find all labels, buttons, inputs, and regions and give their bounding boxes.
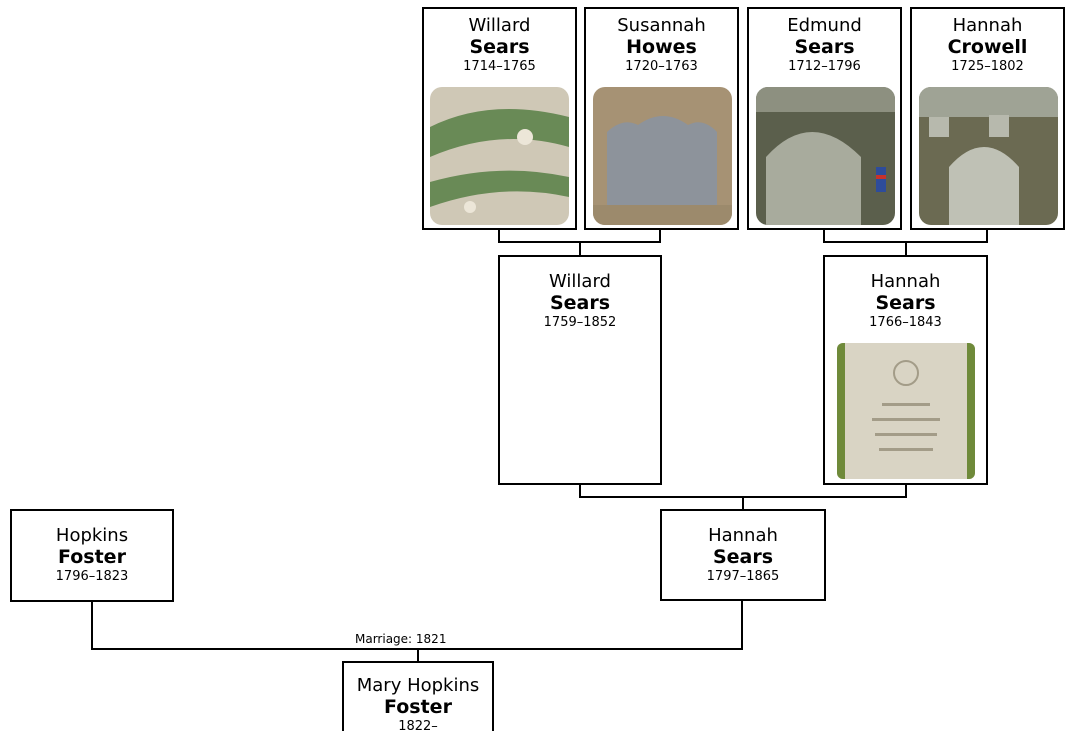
connector-line bbox=[659, 229, 661, 242]
gravestone-photo bbox=[919, 87, 1058, 225]
person-given-name: Mary Hopkins bbox=[356, 675, 480, 696]
person-given-name: Willard bbox=[549, 271, 611, 292]
connector-line bbox=[498, 229, 500, 242]
marriage-label: Marriage: 1821 bbox=[355, 632, 447, 646]
connector-line bbox=[742, 496, 744, 510]
gravestone-photo bbox=[430, 87, 569, 225]
connector-line bbox=[91, 601, 93, 649]
person-surname: Foster bbox=[58, 546, 126, 568]
connector-line bbox=[579, 484, 581, 497]
person-surname: Howes bbox=[626, 36, 697, 58]
connector-line bbox=[417, 648, 419, 662]
person-dates: 1759–1852 bbox=[543, 315, 617, 330]
person-given-name: Hannah bbox=[952, 15, 1023, 36]
gravestone-photo bbox=[756, 87, 895, 225]
person-given-name: Edmund bbox=[787, 15, 862, 36]
person-surname: Crowell bbox=[947, 36, 1028, 58]
person-card-willard-sears-1759[interactable]: Willard Sears 1759–1852 bbox=[498, 255, 662, 485]
person-dates: 1766–1843 bbox=[869, 315, 942, 330]
person-surname: Foster bbox=[384, 696, 452, 718]
person-dates: 1797–1865 bbox=[706, 569, 780, 584]
connector-line bbox=[579, 241, 581, 256]
person-surname: Sears bbox=[712, 546, 774, 568]
person-card-edmund-sears[interactable]: Edmund Sears 1712–1796 bbox=[747, 7, 902, 230]
person-surname: Sears bbox=[794, 36, 855, 58]
person-card-hannah-sears-1766[interactable]: Hannah Sears 1766–1843 bbox=[823, 255, 988, 485]
person-given-name: Willard bbox=[468, 15, 531, 36]
connector-line bbox=[905, 241, 907, 256]
person-surname: Sears bbox=[469, 36, 530, 58]
person-dates: 1712–1796 bbox=[788, 59, 861, 74]
person-dates: 1796–1823 bbox=[55, 569, 129, 584]
person-given-name: Hannah bbox=[870, 271, 941, 292]
person-card-hannah-crowell[interactable]: Hannah Crowell 1725–1802 bbox=[910, 7, 1065, 230]
person-dates: 1714–1765 bbox=[463, 59, 536, 74]
person-card-susannah-howes[interactable]: Susannah Howes 1720–1763 bbox=[584, 7, 739, 230]
person-card-willard-sears-1714[interactable]: Willard Sears 1714–1765 bbox=[422, 7, 577, 230]
person-surname: Sears bbox=[549, 292, 611, 314]
gravestone-photo bbox=[593, 87, 732, 225]
person-given-name: Susannah bbox=[617, 15, 706, 36]
person-dates: 1725–1802 bbox=[951, 59, 1024, 74]
person-dates: 1720–1763 bbox=[625, 59, 698, 74]
connector-line bbox=[986, 229, 988, 242]
person-surname: Sears bbox=[875, 292, 936, 314]
person-given-name: Hopkins bbox=[55, 525, 129, 546]
connector-line bbox=[905, 484, 907, 497]
person-card-hannah-sears-1797[interactable]: Hannah Sears 1797–1865 bbox=[660, 509, 826, 601]
person-given-name: Hannah bbox=[708, 525, 778, 546]
connector-line bbox=[741, 600, 743, 649]
connector-line bbox=[823, 229, 825, 242]
person-card-hopkins-foster[interactable]: Hopkins Foster 1796–1823 bbox=[10, 509, 174, 602]
gravestone-photo bbox=[837, 343, 975, 479]
